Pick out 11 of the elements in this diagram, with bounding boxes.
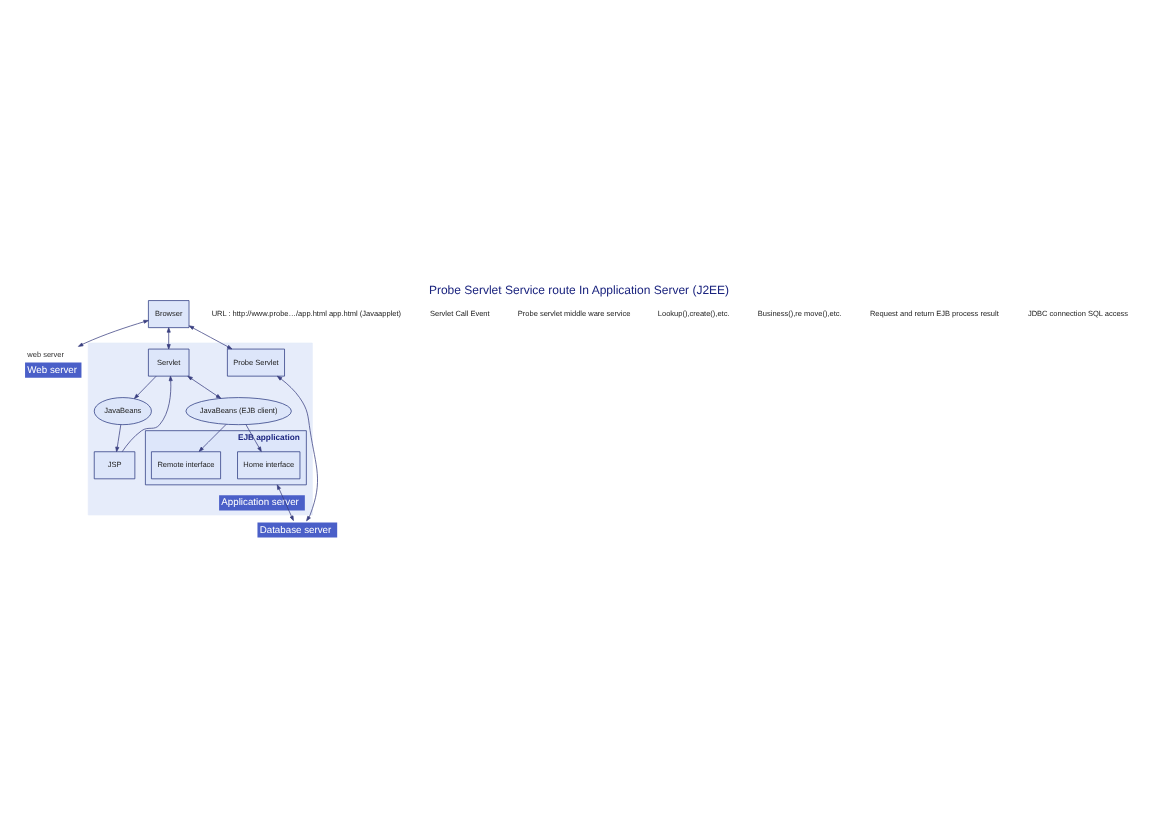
arrow [276,374,318,521]
arrow [78,318,149,346]
arrow [245,423,262,451]
arrow [198,423,227,451]
arrow [276,483,294,520]
arrow [121,374,173,452]
arrow [166,326,171,349]
arrow [134,374,157,398]
arrow [115,423,122,452]
arrow [187,374,222,398]
arrow [188,324,233,349]
